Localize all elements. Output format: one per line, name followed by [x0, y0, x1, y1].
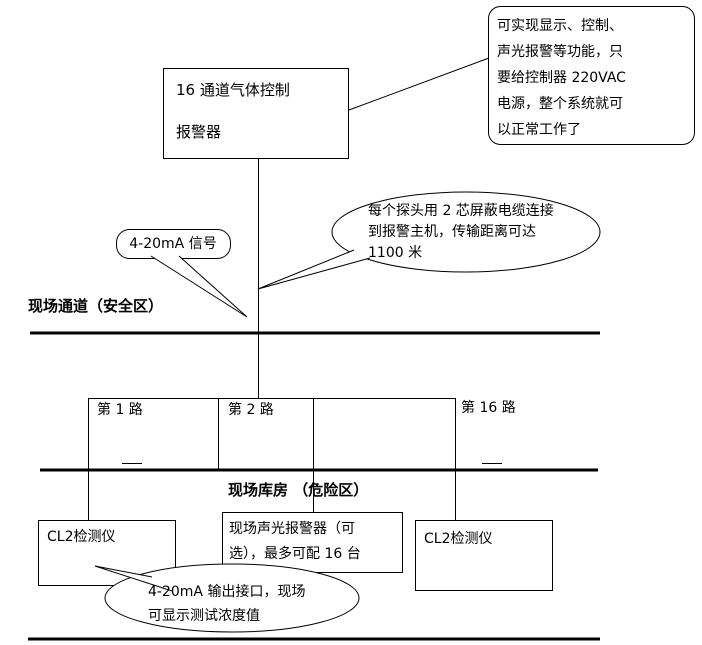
- detector-right-label: CL2检测仪: [424, 531, 493, 547]
- alarm-box-title-line2: 报警器: [176, 123, 222, 141]
- channel-16-label: 第 16 路: [461, 400, 516, 416]
- channel-2-label: 第 2 路: [228, 402, 274, 418]
- system-callout-bubble: [488, 6, 695, 145]
- sound-light-alarm-box: [222, 512, 403, 573]
- output-callout-bubble: [104, 563, 360, 633]
- detector-left-label: CL2检测仪: [47, 529, 116, 545]
- danger-zone-label: 现场库房 （危险区）: [228, 481, 369, 499]
- connector-alarm-to-system-callout: [348, 57, 490, 111]
- system-callout-text: 可实现显示、控制、 声光报警等功能，只 要给控制器 220VAC 电源，整个系统…: [497, 18, 626, 138]
- sound-light-alarm-label: 现场声光报警器（可 选），最多可配 16 台: [229, 521, 361, 562]
- alarm-controller-box: [163, 68, 349, 159]
- signal-callout-text: 4-20mA 信号: [129, 236, 217, 252]
- alarm-box-title-line1: 16 通道气体控制: [176, 81, 290, 99]
- cable-callout-tail: [257, 249, 371, 290]
- signal-callout-tail: [150, 255, 248, 318]
- cable-callout-text: 每个探头用 2 芯屏蔽电缆连接 到报警主机，传输距离可达 1100 米: [368, 203, 554, 261]
- safe-zone-label: 现场通道（安全区）: [28, 297, 164, 315]
- output-callout-text: 4-20mA 输出接口，现场 可显示测试浓度值: [148, 584, 306, 624]
- output-callout-tail: [94, 565, 173, 592]
- detector-right-box: [415, 520, 553, 591]
- channel-1-label: 第 1 路: [97, 402, 143, 418]
- cable-callout-bubble: [331, 191, 601, 273]
